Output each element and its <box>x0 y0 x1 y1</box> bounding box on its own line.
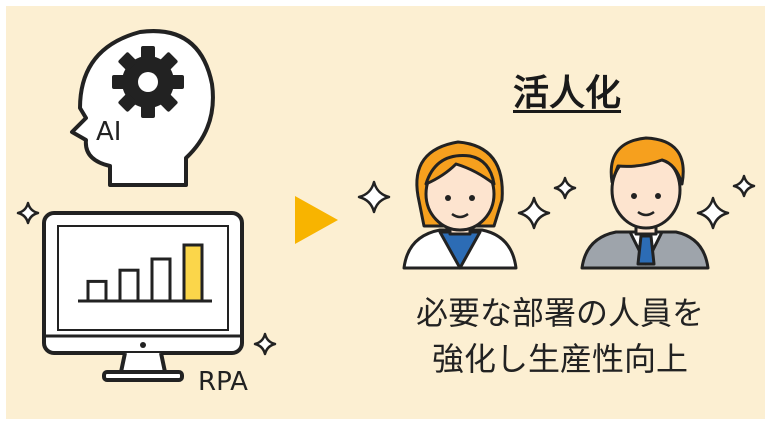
chart-bar <box>182 243 204 303</box>
woman-avatar-icon <box>402 140 518 270</box>
right-arrow-icon <box>295 196 338 244</box>
sparkle-icon <box>517 196 551 230</box>
page-title: 活人化 <box>513 73 622 114</box>
rpa-label: RPA <box>198 367 248 397</box>
ai-label: AI <box>96 117 122 147</box>
sparkle-icon <box>696 196 730 230</box>
sparkle-icon <box>16 201 40 225</box>
sparkle-icon <box>732 174 756 198</box>
chart-bar <box>118 268 140 303</box>
caption-line-2: 強化し生産性向上 <box>431 340 688 378</box>
sparkle-icon <box>553 176 577 200</box>
bar-chart <box>86 243 204 303</box>
sparkle-icon <box>253 332 277 356</box>
chart-bar <box>150 257 172 303</box>
chart-bar <box>86 279 108 303</box>
monitor-chart-icon <box>42 211 244 382</box>
man-avatar-icon <box>580 136 710 270</box>
caption: 必要な部署の人員を 強化し生産性向上 <box>390 290 730 382</box>
sparkle-icon <box>357 180 391 214</box>
caption-line-1: 必要な部署の人員を <box>415 294 704 332</box>
head-gear-icon <box>70 29 215 187</box>
